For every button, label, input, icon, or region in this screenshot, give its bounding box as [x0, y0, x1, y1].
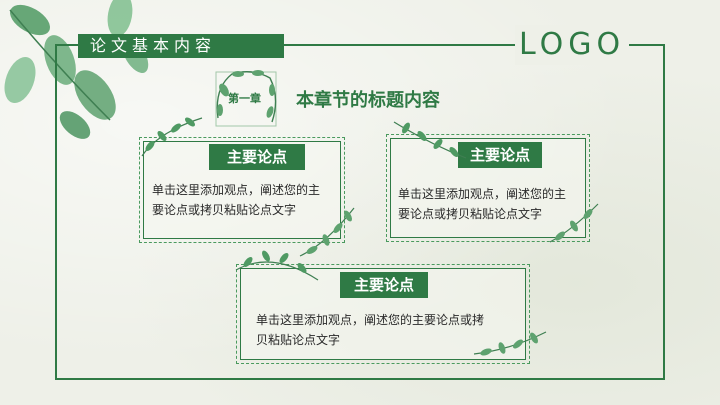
wreath-icon [215, 70, 277, 127]
section-title: 论文基本内容 [78, 34, 284, 58]
vine-icon [549, 203, 599, 243]
logo: LOGO [515, 25, 630, 65]
card-body[interactable]: 单击这里添加观点，阐述您的主要论点或拷贝粘贴论点文字 [398, 187, 567, 221]
vine-icon [473, 331, 547, 356]
vine-icon [299, 207, 355, 257]
vine-icon [393, 121, 467, 159]
chapter-label: 第一章 [228, 92, 261, 105]
card-body[interactable]: 单击这里添加观点，阐述您的主要论点或拷贝粘贴论点文字 [152, 183, 321, 217]
vine-icon [141, 117, 203, 157]
content-frame [55, 44, 665, 380]
vine-icon [235, 250, 319, 281]
chapter-title: 本章节的标题内容 [296, 90, 440, 111]
card-heading: 主要论点 [458, 142, 542, 168]
card-heading: 主要论点 [340, 272, 428, 298]
card-heading: 主要论点 [209, 144, 305, 170]
card-body[interactable]: 单击这里添加观点，阐述您的主要论点或拷贝粘贴论点文字 [256, 313, 485, 347]
